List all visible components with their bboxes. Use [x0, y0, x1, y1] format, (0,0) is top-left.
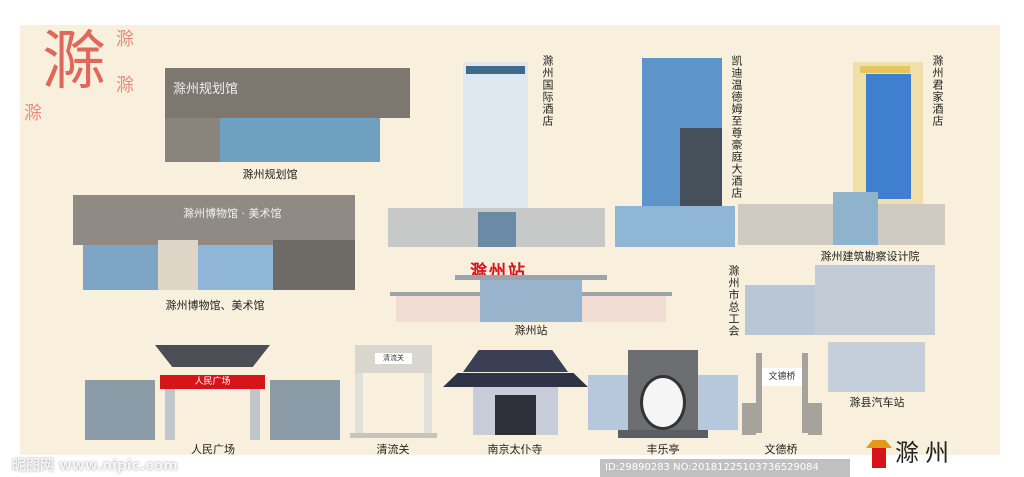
bus-station-label: 滁县汽车站	[849, 396, 905, 409]
fengle-pavilion-illustration	[588, 345, 738, 440]
watermark-id: ID:29890283 NO:20181225103736529084	[600, 459, 850, 477]
qingliu-pass-sign: 清流关	[375, 353, 412, 364]
planning-hall-label: 滁州规划馆	[242, 168, 298, 181]
museum-sign: 滁州博物馆 · 美术馆	[183, 207, 282, 220]
qingliu-pass-illustration: 清流关	[350, 345, 437, 440]
planning-hall-sign: 滁州规划馆	[173, 82, 239, 97]
calligraphy-small: 滁	[24, 103, 42, 124]
intl-hotel-illustration	[388, 62, 605, 247]
watermark-site: 昵图网 www.nipic.com	[12, 458, 178, 474]
design-institute-label: 滁州建筑勘察设计院	[820, 250, 920, 263]
logo-text: 滁州	[895, 439, 955, 467]
qingliu-pass-label: 清流关	[376, 443, 410, 456]
wende-bridge-sign: 文德桥	[760, 368, 804, 386]
intl-hotel-label: 滁州国际酒店	[541, 55, 554, 127]
peoples-square-sign: 人民广场	[160, 375, 265, 389]
wyndham-illustration	[615, 58, 735, 247]
calligraphy-logo: 滁	[42, 25, 106, 99]
trade-union-illustration	[745, 265, 935, 335]
peoples-square-illustration: 人民广场	[85, 345, 340, 440]
wende-bridge-illustration: 文德桥	[742, 348, 822, 440]
junjia-hotel-label: 滁州君家酒店	[931, 55, 944, 127]
calligraphy-small: 滁	[116, 29, 134, 50]
museum-label: 滁州博物馆、美术馆	[165, 299, 265, 312]
logo-pavilion-icon	[866, 440, 892, 468]
taipu-temple-label: 南京太仆寺	[487, 443, 543, 456]
peoples-square-label: 人民广场	[191, 443, 235, 456]
museum-illustration: 滁州博物馆 · 美术馆	[73, 195, 355, 290]
trade-union-label: 滁州市总工会	[727, 265, 740, 337]
planning-hall-illustration: 滁州规划馆	[165, 68, 410, 162]
wende-bridge-label: 文德桥	[764, 443, 798, 456]
wyndham-label: 凯迪温德姆至尊豪庭大酒店	[730, 55, 743, 199]
station-illustration	[390, 275, 672, 322]
station-label: 滁州站	[514, 324, 548, 337]
bus-station-illustration	[828, 342, 925, 392]
fengle-pavilion-label: 丰乐亭	[646, 443, 680, 456]
taipu-temple-illustration	[443, 345, 588, 440]
calligraphy-small: 滁	[116, 75, 134, 96]
junjia-hotel-illustration	[738, 62, 945, 245]
